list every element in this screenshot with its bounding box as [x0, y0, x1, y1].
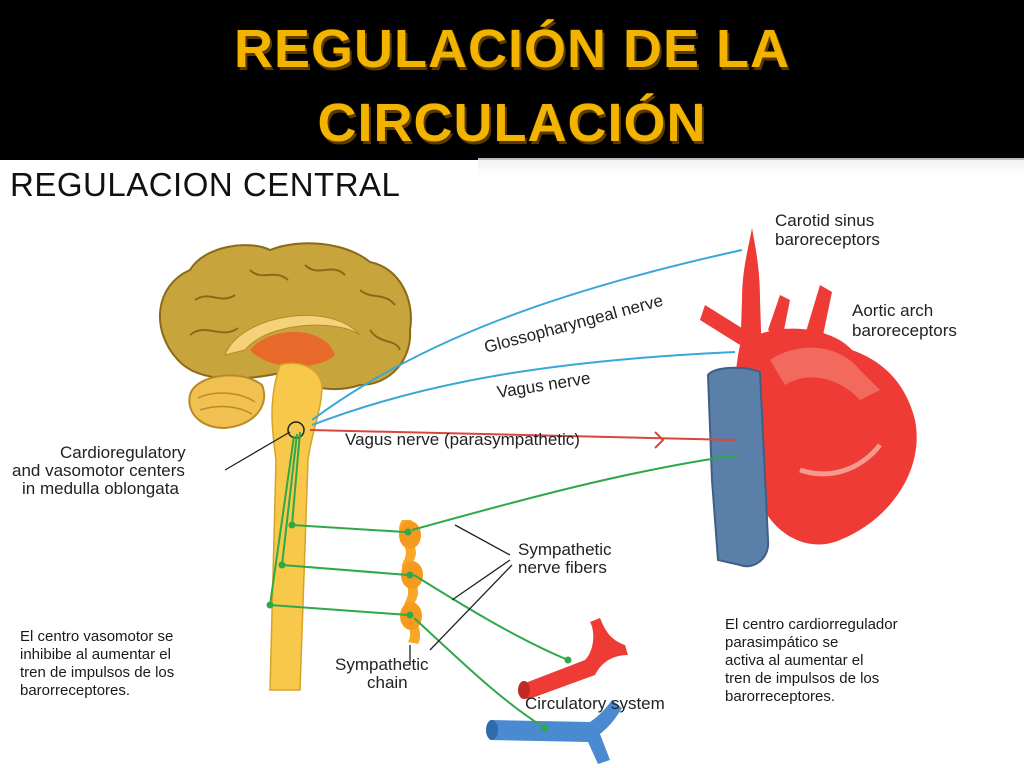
label-circulatory-system: Circulatory system [525, 694, 665, 713]
label-glossopharyngeal-nerve: Glossopharyngeal nerve [482, 291, 665, 357]
aortic-branch-1 [768, 295, 790, 340]
sympathetic-descending-1 [291, 431, 301, 526]
label-aortic-2: baroreceptors [852, 321, 957, 340]
aortic-branch-left [700, 305, 745, 345]
label-centers-1: Cardioregulatory [60, 443, 186, 462]
sympathetic-descending-3 [269, 435, 295, 606]
sympathetic-to-chain-1 [291, 524, 406, 533]
note-left-line-4: barorreceptores. [20, 682, 130, 699]
note-left-line-2: inhibibe al aumentar el [20, 646, 171, 663]
vagus-nerve-line [311, 351, 736, 426]
thalamus [250, 331, 335, 367]
note-right-line-3: activa al aumentar el [725, 652, 863, 669]
note-left-line-1: El centro vasomotor se [20, 628, 173, 645]
sympathetic-chain [399, 520, 423, 644]
sympathetic-to-vein [413, 617, 546, 729]
slide-title-line-1: REGULACIÓN DE LA [234, 19, 790, 79]
heart [700, 228, 917, 568]
sympathetic-descending-2 [281, 433, 298, 566]
spinal-cord [269, 362, 323, 691]
nerve-endings [266, 521, 572, 732]
note-right-line-1: El centro cardiorregulador [725, 616, 898, 633]
note-right-line-2: parasimpático se [725, 634, 838, 651]
brain [158, 242, 412, 430]
title-bar: REGULACIÓN DE LA CIRCULACIÓN [0, 0, 1024, 160]
aortic-arch [770, 347, 880, 400]
slide-subtitle: REGULACION CENTRAL [10, 166, 401, 203]
label-sympathetic-chain-1: Sympathetic [335, 655, 429, 674]
label-centers-3: in medulla oblongata [22, 479, 179, 498]
nerves [269, 249, 743, 729]
corpus-callosum [224, 314, 361, 356]
note-left: El centro vasomotor se inhibibe al aumen… [20, 628, 174, 699]
parasympathetic-nerve-line [309, 429, 736, 441]
artery [518, 618, 628, 699]
note-right-line-5: barorreceptores. [725, 688, 835, 705]
note-left-line-3: tren de impulsos de los [20, 664, 174, 681]
sympathetic-to-chain-3 [269, 604, 409, 616]
slide-title-line-2: CIRCULACIÓN [317, 93, 707, 153]
circulatory-vessels [486, 618, 628, 764]
circulation-regulation-diagram: Carotid sinus baroreceptors Aortic arch … [12, 211, 957, 764]
sympathetic-to-heart [411, 454, 739, 531]
label-sympathetic-fibers-1: Sympathetic [518, 540, 612, 559]
label-centers-2: and vasomotor centers [12, 461, 185, 480]
label-sympathetic-fibers-2: nerve fibers [518, 558, 607, 577]
aortic-branch-2 [805, 285, 832, 340]
label-carotid-1: Carotid sinus [775, 211, 874, 230]
cerebellum [188, 374, 266, 430]
glossopharyngeal-nerve-line [311, 249, 743, 421]
label-carotid-2: baroreceptors [775, 230, 880, 249]
label-aortic-1: Aortic arch [852, 301, 933, 320]
label-vagus-parasympathetic: Vagus nerve (parasympathetic) [345, 430, 580, 449]
subtitle-band [478, 158, 1024, 176]
heart-highlight [799, 443, 882, 477]
carotid-artery [740, 228, 762, 360]
note-right-line-4: tren de impulsos de los [725, 670, 879, 687]
note-right: El centro cardiorregulador parasimpático… [725, 616, 898, 705]
leader-lines [224, 431, 513, 665]
vena-cava [706, 366, 770, 568]
vein [490, 700, 622, 764]
label-sympathetic-chain-2: chain [367, 673, 408, 692]
sympathetic-to-artery [413, 574, 569, 661]
sympathetic-to-chain-2 [281, 564, 409, 576]
